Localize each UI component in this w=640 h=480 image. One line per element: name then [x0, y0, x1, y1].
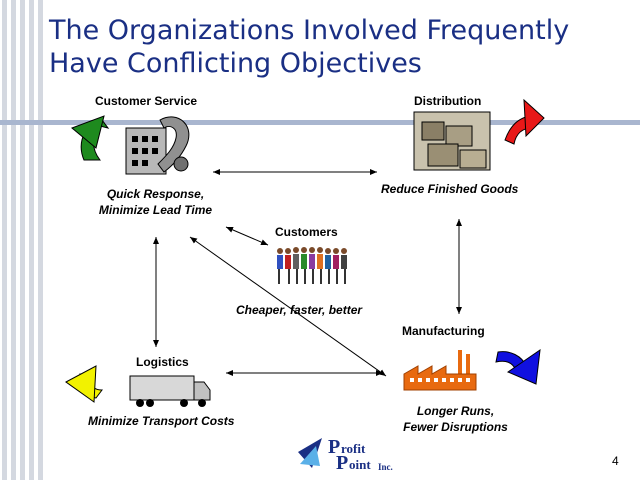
yellow-curved-arrow-icon	[65, 365, 103, 403]
warehouse-boxes-icon	[413, 111, 491, 171]
factory-icon	[403, 350, 477, 391]
logo-letter-p1: P	[328, 436, 341, 458]
logo-word-profit: rofit	[341, 441, 366, 456]
connector-customer-service-manufacturing	[189, 236, 387, 377]
people-group-icon	[277, 247, 347, 284]
customers-label: Customers	[275, 225, 338, 239]
title-line-1: The Organizations Involved Frequently	[49, 15, 570, 46]
page-number: 4	[612, 454, 619, 468]
red-curved-arrow-icon	[504, 98, 545, 145]
decorative-stripes	[0, 0, 48, 480]
logo-suffix: Inc.	[378, 462, 393, 472]
customer-service-objective: Quick Response, Minimize Lead Time	[88, 186, 223, 218]
profit-point-logo-icon	[298, 438, 322, 468]
manufacturing-objective: Longer Runs, Fewer Disruptions	[388, 403, 523, 435]
logistics-objective: Minimize Transport Costs	[88, 414, 235, 428]
title-line-2: Have Conflicting Objectives	[49, 48, 422, 79]
logo-letter-p2: P	[336, 452, 349, 474]
logistics-label: Logistics	[136, 355, 189, 369]
manufacturing-objective-line-2: Fewer Disruptions	[403, 420, 508, 434]
manufacturing-label: Manufacturing	[402, 324, 485, 338]
customers-objective: Cheaper, faster, better	[236, 303, 363, 317]
connector-customer-service-customers	[225, 226, 269, 246]
customer-service-objective-line-2: Minimize Lead Time	[98, 203, 213, 217]
distribution-objective: Reduce Finished Goods	[381, 182, 519, 196]
customer-service-objective-line-1: Quick Response,	[106, 187, 205, 201]
title-rule	[0, 120, 640, 125]
distribution-label: Distribution	[414, 94, 482, 108]
telephone-building-icon	[125, 116, 190, 175]
manufacturing-objective-line-1: Longer Runs,	[416, 404, 495, 418]
logo-word-point: oint	[349, 457, 371, 472]
green-curved-arrow-icon	[71, 115, 110, 161]
blue-curved-arrow-icon	[495, 348, 541, 385]
slide-title: The Organizations Involved Frequently Ha…	[49, 14, 569, 80]
customer-service-label: Customer Service	[95, 94, 198, 108]
truck-icon	[129, 375, 211, 407]
